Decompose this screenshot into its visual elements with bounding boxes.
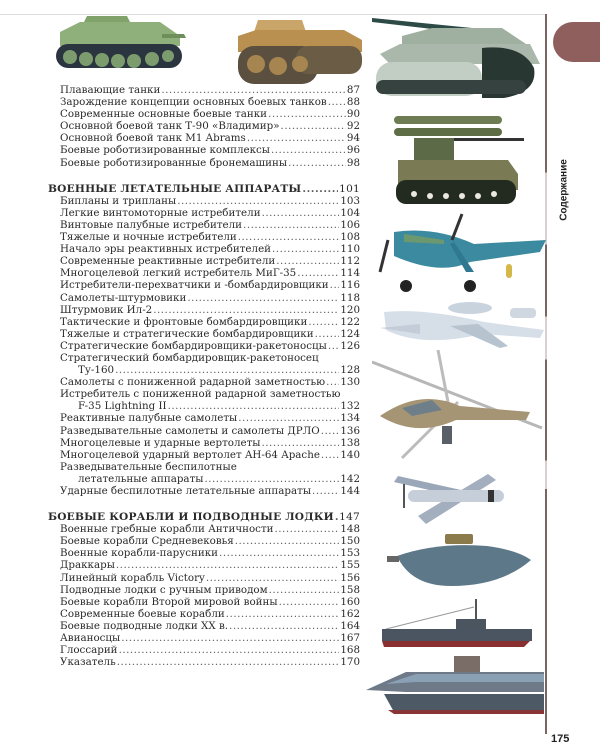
section-tab [553,22,600,62]
toc-entry[interactable]: Зарождение концепции основных боевых тан… [48,96,360,108]
toc-entry[interactable]: Бипланы и трипланы103 [48,195,360,207]
toc-entry-line1[interactable]: Разведывательные беспилотные [60,460,237,473]
patrol-warship-image [382,599,532,647]
toc-entry[interactable]: Разведывательные самолеты и самолеты ДРЛ… [48,425,360,437]
toc-entry[interactable]: Тактические и фронтовые бомбардировщики1… [48,316,360,328]
toc-entry[interactable]: Самолеты с пониженной радарной заметност… [48,376,360,388]
toc-entry[interactable]: Боевые корабли Второй мировой войны160 [48,596,360,608]
toc-entry[interactable]: Многоцелевой ударный вертолет AH-64 Apac… [48,449,360,461]
side-label-text: Содержание [558,159,570,221]
green-heavy-tank-image [56,16,186,68]
page-number: 175 [551,733,570,745]
toc-entry[interactable]: Многоцелевые и ударные вертолеты138 [48,437,360,449]
toc-entry[interactable]: Тяжелые и ночные истребители108 [48,231,360,243]
awacs-aircraft-image [380,302,544,348]
loitering-drone-image [394,474,504,524]
toc-entry[interactable]: Военные корабли-парусники153 [48,547,360,559]
toc-entry[interactable]: Основной боевой танк Т-90 «Владимир»92 [48,120,360,132]
margin-rule [545,14,547,734]
toc-entry-line1[interactable]: Стратегический бомбардировщик-ракетоносе… [60,351,319,364]
toc-section-aircraft[interactable]: ВОЕННЫЕ ЛЕТАТЕЛЬНЫЕ АППАРАТЫ101 [48,183,360,195]
toc-entry[interactable]: F-35 Lightning II132 [48,400,360,412]
toc-entry[interactable]: Стратегические бомбардировщики-ракетонос… [48,340,360,352]
toc-entry[interactable]: Боевые корабли Средневековья150 [48,535,360,547]
toc-entry[interactable]: Легкие винтомоторные истребители104 [48,207,360,219]
top-rule [0,14,545,15]
toc-entry[interactable]: Тяжелые и стратегические бомбардировщики… [48,328,360,340]
toc-entry[interactable]: Драккары155 [48,559,360,571]
toc-entry[interactable]: Реактивные палубные самолеты134 [48,412,360,424]
side-label: Содержание [552,140,576,240]
early-submarine-image [387,534,531,586]
modern-tank-image [372,18,540,98]
toc-entry[interactable]: Ударные беспилотные летательные аппараты… [48,485,360,497]
toc-entry[interactable]: Начало эры реактивных истребителей110 [48,243,360,255]
toc-entry[interactable]: Авианосцы167 [48,632,360,644]
toc-entry[interactable]: Плавающие танки87 [48,84,360,96]
toc-entry[interactable]: Основной боевой танк M1 Abrams94 [48,132,360,144]
toc-entry[interactable]: Самолеты-штурмовики118 [48,292,360,304]
table-of-contents: Плавающие танки87 Зарождение концепции о… [48,84,360,668]
toc-entry-line1[interactable]: Истребитель с пониженной радарной заметн… [60,388,341,401]
toc-entry[interactable]: Указатель170 [48,656,360,668]
toc-entry[interactable]: Ту-160128 [48,364,360,376]
toc-entry[interactable]: Боевые подводные лодки XX в.164 [48,620,360,632]
toc-entry[interactable]: Военные гребные корабли Античности148 [48,523,360,535]
toc-entry[interactable]: летательные аппараты142 [48,473,360,485]
toc-entry[interactable]: Современные боевые корабли162 [48,608,360,620]
toc-entry[interactable]: Подводные лодки с ручным приводом158 [48,584,360,596]
aircraft-carrier-image [366,656,544,714]
robotic-combat-vehicle-image [394,116,524,204]
toc-entry[interactable]: Боевые роботизированные комплексы96 [48,144,360,156]
toc-entry[interactable]: Глоссарий168 [48,644,360,656]
desert-light-tank-image [238,20,362,84]
toc-entry[interactable]: Линейный корабль Victory156 [48,572,360,584]
twin-engine-fighter-image [378,213,546,292]
toc-entry[interactable]: Штурмовик Ил-2120 [48,304,360,316]
toc-entry[interactable]: Многоцелевой легкий истребитель МиГ-3511… [48,267,360,279]
toc-section-ships[interactable]: БОЕВЫЕ КОРАБЛИ И ПОДВОДНЫЕ ЛОДКИ147 [48,511,360,523]
toc-entry[interactable]: Боевые роботизированные бронемашины98 [48,157,360,169]
attack-helicopter-image [372,350,543,460]
toc-entry[interactable]: Винтовые палубные истребители106 [48,219,360,231]
toc-entry[interactable]: Современные реактивные истребители112 [48,255,360,267]
toc-entry[interactable]: Современные основные боевые танки90 [48,108,360,120]
toc-entry[interactable]: Истребители-перехватчики и -бомбардировщ… [48,279,360,291]
